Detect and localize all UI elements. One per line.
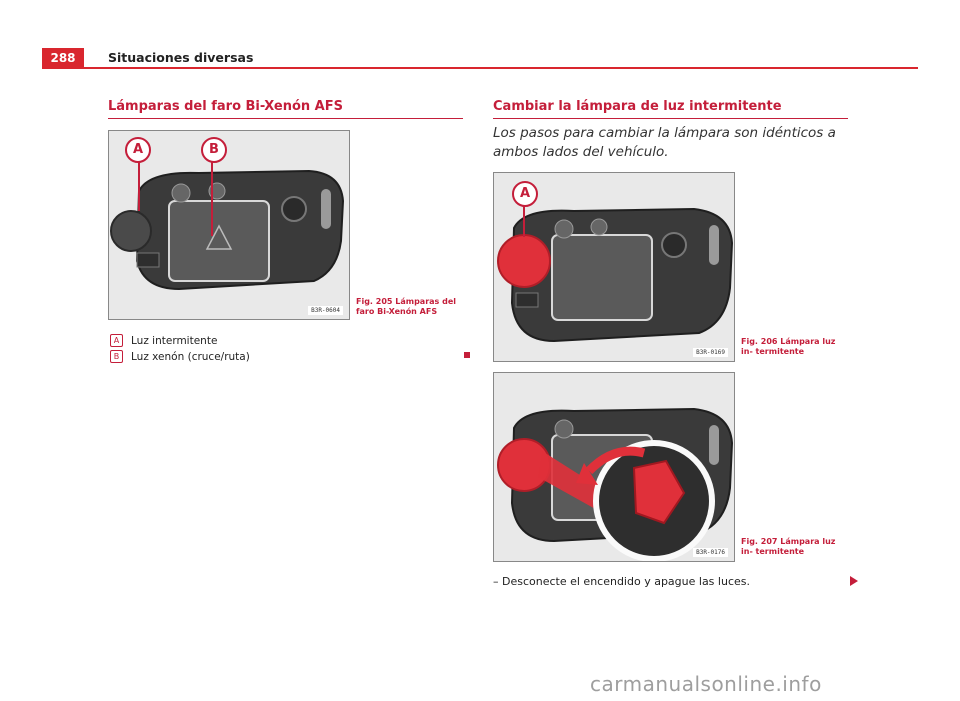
left-section-title: Lámparas del faro Bi-Xenón AFS	[108, 99, 343, 114]
legend-item-a: A Luz intermitente	[110, 334, 217, 347]
headlamp-illustration	[109, 131, 349, 319]
header-rule	[42, 67, 918, 69]
figure-207: B3R-0176	[493, 372, 735, 562]
running-header: Situaciones diversas	[108, 50, 254, 65]
figure-code: B3R-0604	[308, 306, 343, 315]
legend-text: Luz xenón (cruce/ruta)	[131, 350, 250, 363]
headlamp-removal-illustration	[494, 373, 734, 561]
figure-code: B3R-0169	[693, 348, 728, 357]
figure-label-a: A	[512, 181, 538, 207]
headlamp-illustration	[494, 173, 734, 361]
legend-key: B	[110, 350, 123, 363]
right-section-title: Cambiar la lámpara de luz intermitente	[493, 99, 782, 114]
figure-206: A B3R-0169	[493, 172, 735, 362]
page-number: 288	[42, 48, 84, 68]
section-end-mark	[464, 352, 470, 358]
watermark: carmanualsonline.info	[590, 672, 822, 696]
legend-text: Luz intermitente	[131, 334, 218, 347]
figure-205: A B B3R-0604	[108, 130, 350, 320]
right-section-rule	[493, 118, 848, 119]
left-section-rule	[108, 118, 463, 119]
instruction-step: – Desconecte el encendido y apague las l…	[493, 575, 750, 588]
figure-207-caption: Fig. 207 Lámpara luz in- termitente	[741, 537, 836, 556]
legend-key: A	[110, 334, 123, 347]
legend-item-b: B Luz xenón (cruce/ruta)	[110, 350, 250, 363]
figure-206-caption: Fig. 206 Lámpara luz in- termitente	[741, 337, 836, 356]
figure-205-caption: Fig. 205 Lámparas del faro Bi-Xenón AFS	[356, 297, 456, 316]
figure-code: B3R-0176	[693, 548, 728, 557]
figure-label-a: A	[125, 137, 151, 163]
figure-label-b: B	[201, 137, 227, 163]
intro-text: Los pasos para cambiar la lámpara son id…	[493, 125, 836, 160]
continue-arrow-icon	[850, 576, 858, 586]
